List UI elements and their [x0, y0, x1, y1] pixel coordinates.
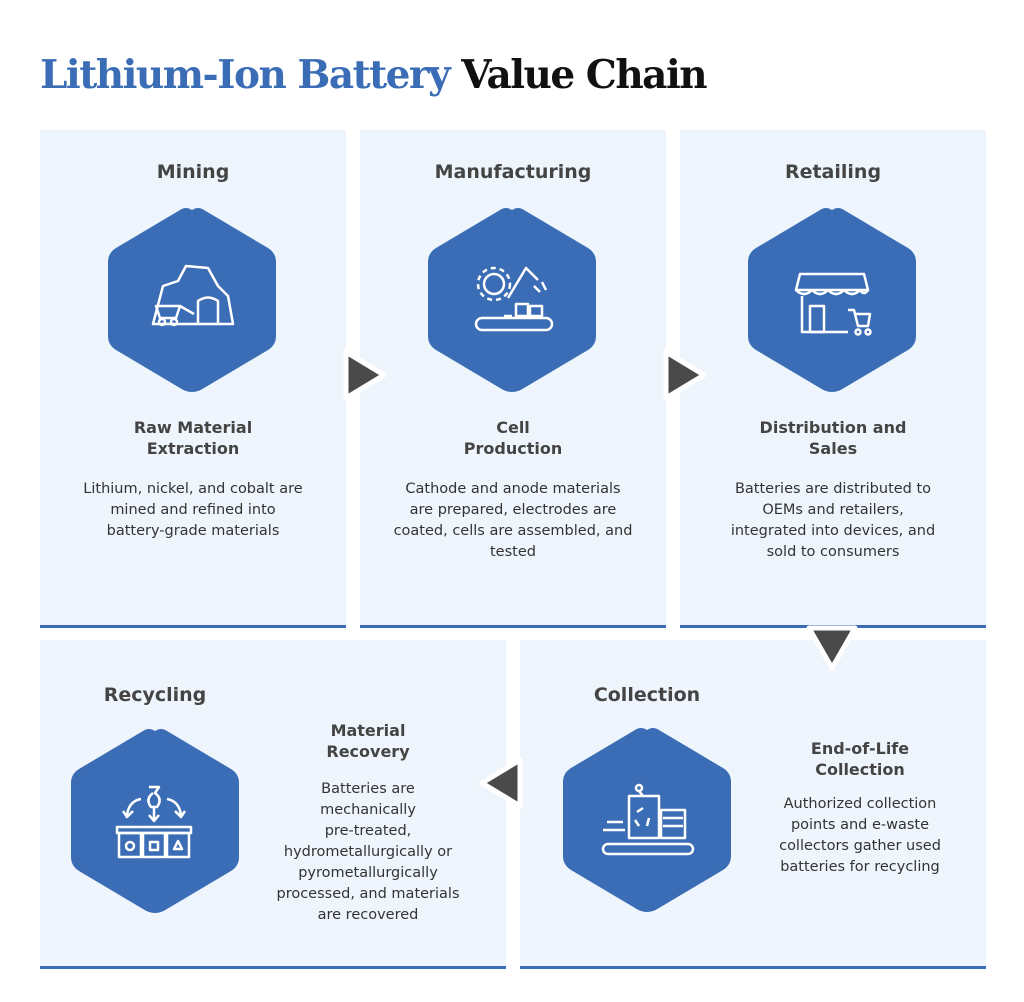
stage-title: Collection	[593, 684, 701, 706]
stage-title: Manufacturing	[434, 161, 592, 183]
stage-description: Cathode and anode materials are prepared,…	[363, 479, 663, 563]
arrow-right-icon	[343, 349, 387, 401]
desc-line: integrated into devices, and	[730, 523, 936, 539]
desc-line: mechanically	[320, 802, 416, 818]
store-icon	[748, 208, 916, 392]
desc-line: are recovered	[317, 907, 419, 923]
stage-title: Retailing	[784, 161, 882, 183]
desc-line: processed, and materials	[276, 886, 460, 902]
desc-line: pyrometallurgically	[298, 865, 438, 881]
desc-line: hydrometallurgically or	[283, 844, 453, 860]
desc-line: sold to consumers	[766, 544, 900, 560]
desc-line: batteries for recycling	[780, 859, 940, 875]
title-blue: Lithium-Ion Battery	[40, 52, 451, 98]
stage-description: Lithium, nickel, and cobalt are mined and…	[43, 479, 343, 542]
subtitle-line: End-of-Life	[810, 739, 910, 758]
desc-line: mined and refined into	[110, 502, 276, 518]
desc-line: tested	[490, 544, 536, 560]
desc-line: points and e-waste	[790, 817, 930, 833]
desc-line: Batteries are	[321, 781, 415, 797]
subtitle-line: Distribution and	[759, 418, 907, 437]
stage-title: Mining	[156, 161, 230, 183]
arrow-left-icon	[479, 757, 523, 809]
mining-icon	[108, 208, 276, 392]
subtitle-line: Cell	[496, 418, 530, 437]
desc-line: battery-grade materials	[106, 523, 280, 539]
subtitle-line: Extraction	[146, 439, 240, 458]
desc-line: OEMs and retailers,	[762, 502, 904, 518]
robot-arm-icon	[428, 208, 596, 392]
arrow-down-icon	[806, 625, 858, 671]
collection-conveyor-icon	[563, 728, 731, 912]
subtitle-line: Material	[330, 721, 406, 740]
stage-description: Authorized collection points and e-waste c…	[740, 794, 980, 878]
desc-line: Lithium, nickel, and cobalt are	[83, 481, 303, 497]
stage-description: Batteries are distributed to OEMs and ret…	[683, 479, 983, 563]
desc-line: are prepared, electrodes are	[409, 502, 617, 518]
desc-line: collectors gather used	[779, 838, 941, 854]
title-black: Value Chain	[461, 52, 707, 98]
subtitle-line: Raw Material	[133, 418, 253, 437]
subtitle-line: Production	[463, 439, 563, 458]
stage-title: Recycling	[103, 684, 207, 706]
desc-line: Cathode and anode materials	[405, 481, 621, 497]
arrow-right-icon	[663, 349, 707, 401]
subtitle-line: Recovery	[326, 742, 410, 761]
recycling-bins-icon	[71, 729, 239, 913]
page-title: Lithium-Ion Battery Value Chain	[40, 52, 708, 98]
desc-line: Batteries are distributed to	[734, 481, 932, 497]
stage-description: Batteries are mechanically pre-treated, hyd…	[248, 779, 488, 926]
desc-line: coated, cells are assembled, and	[393, 523, 633, 539]
subtitle-line: Sales	[808, 439, 858, 458]
desc-line: Authorized collection	[783, 796, 937, 812]
desc-line: pre-treated,	[324, 823, 412, 839]
subtitle-line: Collection	[815, 760, 905, 779]
